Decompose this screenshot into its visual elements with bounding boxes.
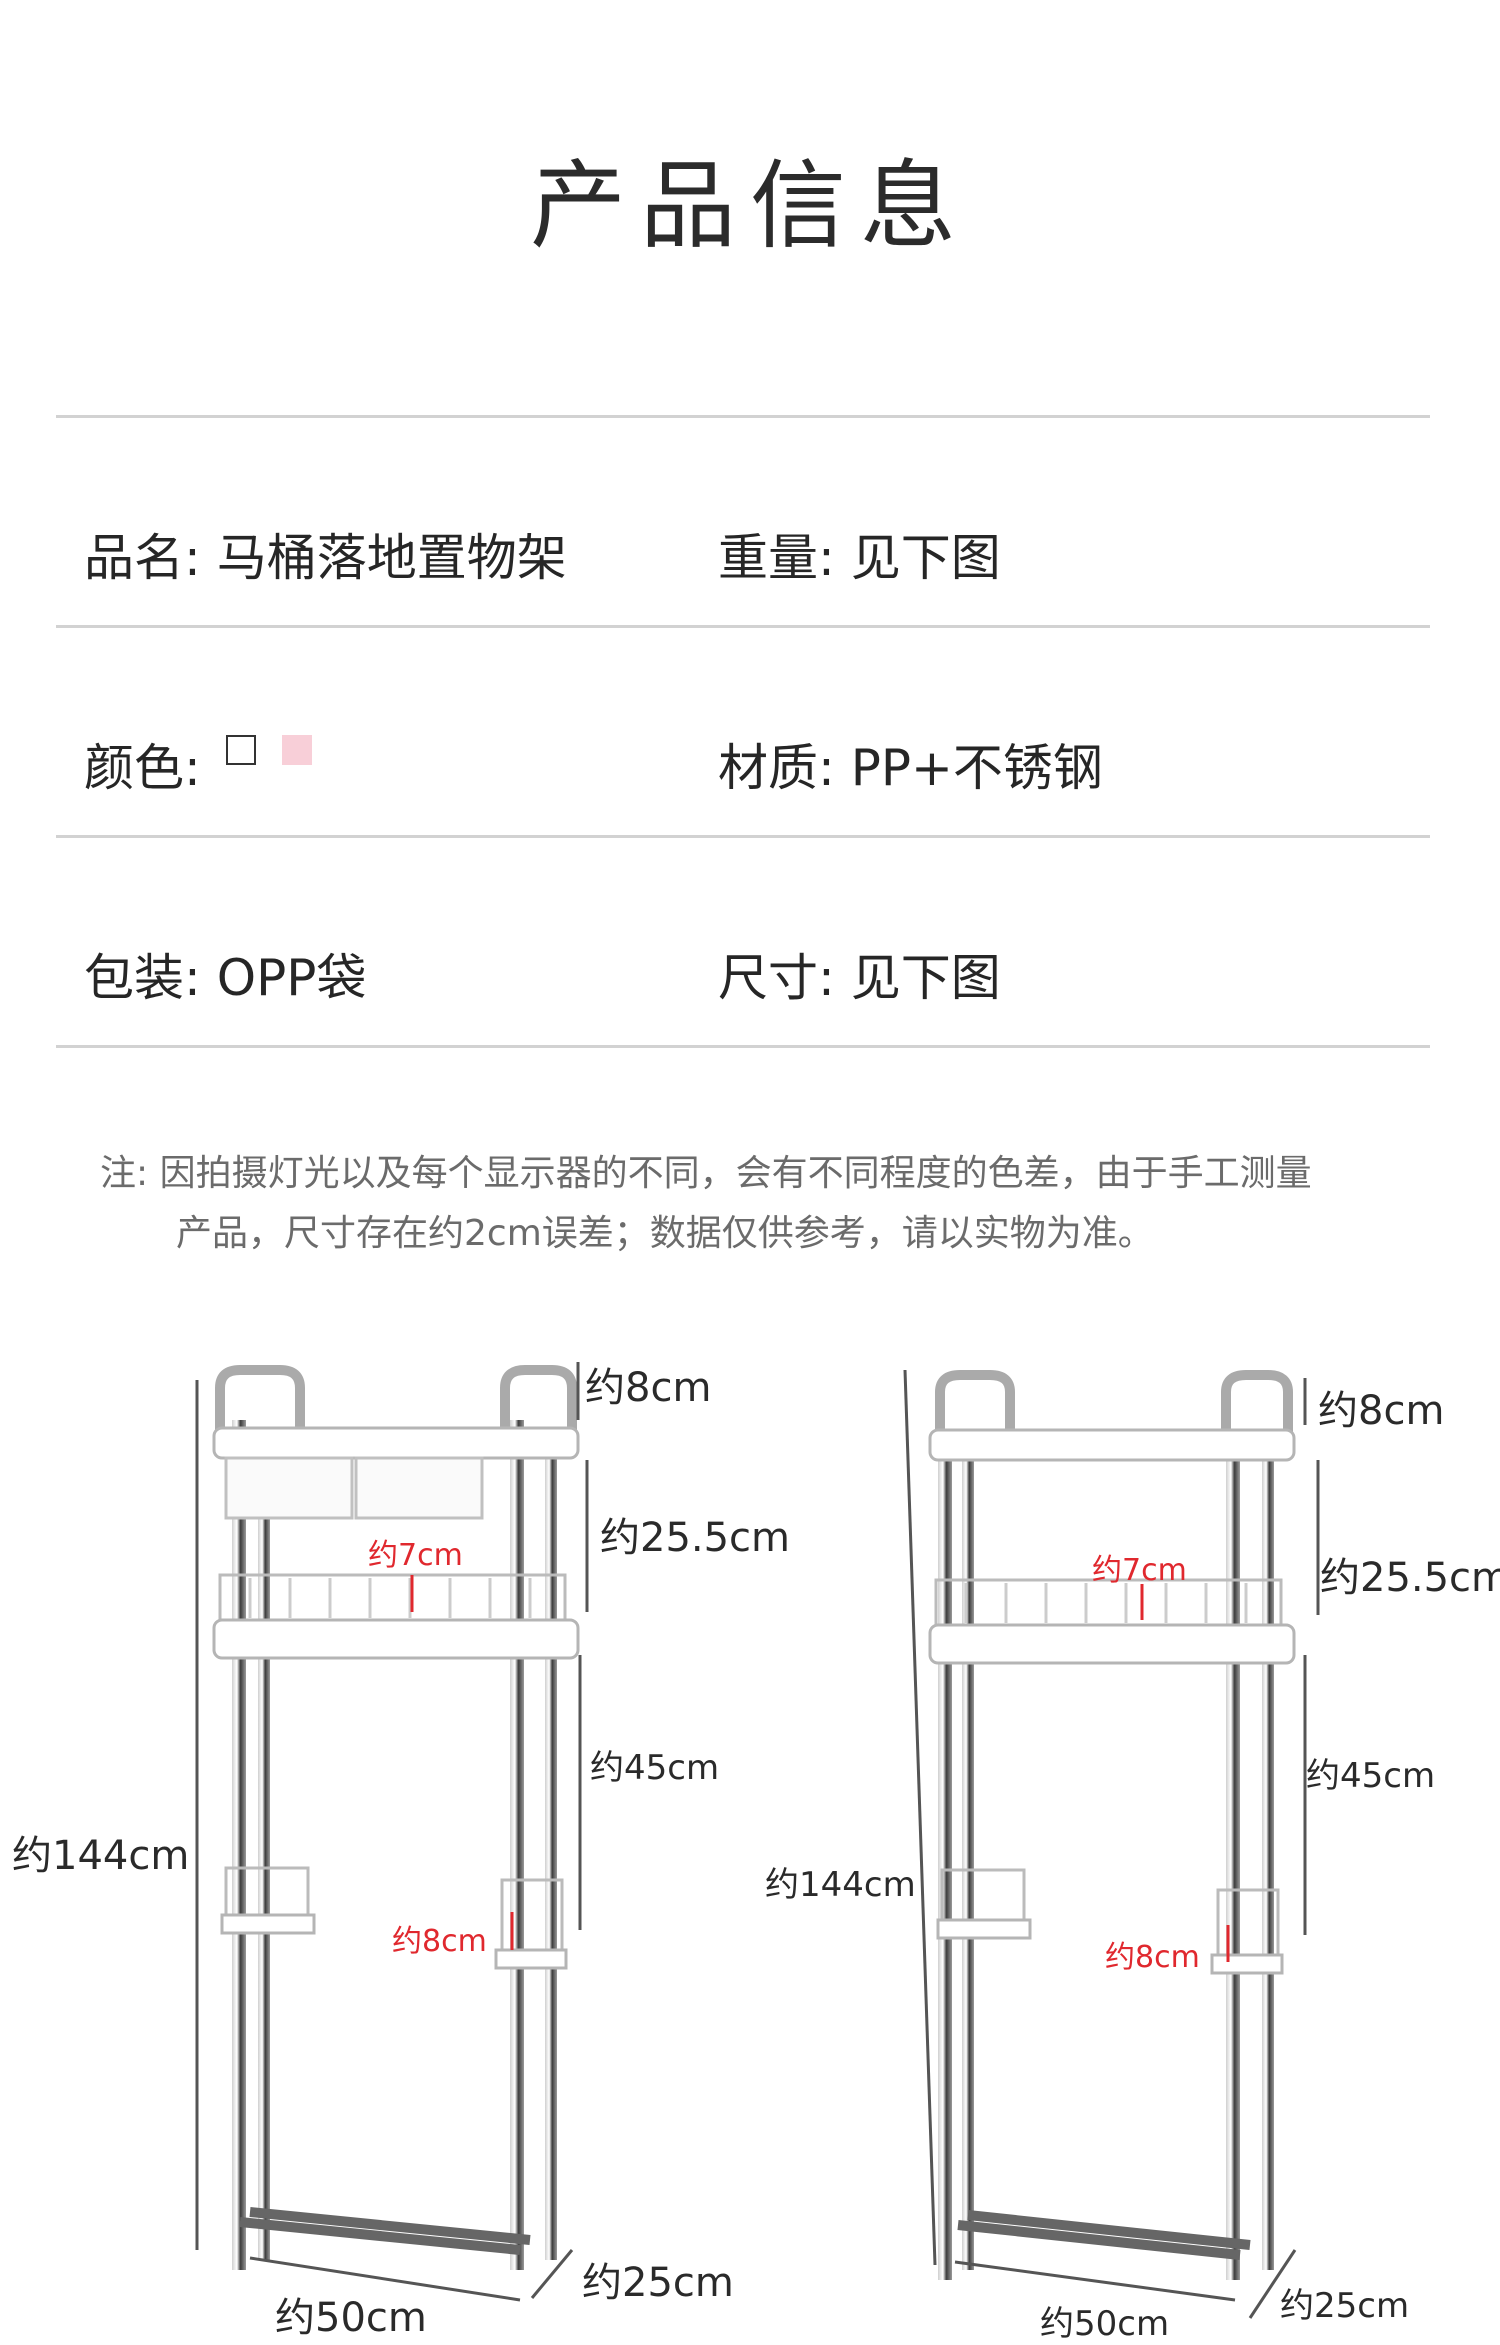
divider	[56, 625, 1430, 628]
dim-left-width: 约50cm	[275, 2295, 427, 2341]
rack-right	[903, 1369, 1320, 2319]
spec-size: 尺寸: 见下图	[718, 949, 1001, 1007]
spec-weight: 重量: 见下图	[718, 529, 1001, 587]
note-line-2: 产品，尺寸存在约2cm误差；数据仅供参考，请以实物为准。	[176, 1213, 1154, 1254]
note-line-1: 注: 因拍摄灯光以及每个显示器的不同，会有不同程度的色差，由于手工测量	[100, 1153, 1312, 1194]
color-swatch-pink[interactable]	[282, 735, 312, 765]
dim-right-width: 约50cm	[1040, 2304, 1170, 2344]
dim-left-top: 约8cm	[585, 1365, 712, 1411]
dim-left-upper: 约25.5cm	[600, 1515, 791, 1561]
spec-material: 材质: PP+不锈钢	[718, 739, 1103, 797]
color-swatch-white[interactable]	[226, 735, 256, 765]
spec-name: 品名: 马桶落地置物架	[84, 529, 567, 587]
dim-left-height: 约144cm	[12, 1833, 190, 1879]
dim-right-inner-low: 约8cm	[1105, 1940, 1200, 1975]
dim-right-middle: 约45cm	[1306, 1756, 1436, 1796]
divider	[56, 835, 1430, 838]
dim-right-top: 约8cm	[1318, 1388, 1445, 1434]
dim-right-depth: 约25cm	[1280, 2286, 1410, 2326]
rack-left	[195, 1362, 589, 2302]
divider	[56, 415, 1430, 418]
dim-left-depth: 约25cm	[582, 2260, 734, 2306]
dim-right-height: 约144cm	[765, 1865, 916, 1905]
page-title: 产品信息	[530, 150, 970, 262]
spec-package: 包装: OPP袋	[84, 949, 367, 1007]
divider	[56, 1045, 1430, 1048]
dim-left-middle: 约45cm	[590, 1748, 720, 1788]
spec-color-label: 颜色:	[84, 739, 201, 797]
dim-right-upper: 约25.5cm	[1320, 1555, 1500, 1601]
dim-left-inner-top: 约7cm	[368, 1538, 463, 1573]
dim-left-inner-low: 约8cm	[392, 1924, 487, 1959]
dim-right-inner-top: 约7cm	[1092, 1553, 1187, 1588]
